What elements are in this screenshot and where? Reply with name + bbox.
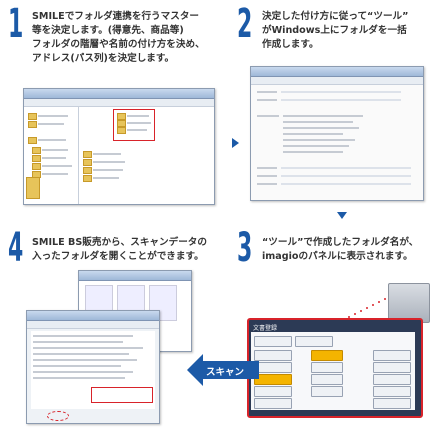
panel-button[interactable] <box>295 336 333 347</box>
tool-titlebar <box>251 67 423 77</box>
panel-button[interactable] <box>373 398 411 409</box>
scan-arrow-icon <box>187 354 259 386</box>
panel-button[interactable] <box>311 362 343 373</box>
arrow-right-icon <box>232 138 239 148</box>
explorer-window <box>23 88 215 205</box>
panel-title: 文書登録 <box>253 325 278 332</box>
step-1-text: SMILEでフォルダ連携を行うマスター 等を決定します。(得意先、商品等) フォ… <box>32 11 205 64</box>
panel-button[interactable] <box>254 350 292 361</box>
step-2-text: 決定した付け方に従って“ツール” がWindows上にフォルダを一括 作成します… <box>262 11 409 50</box>
panel-button[interactable] <box>311 374 343 385</box>
panel-button[interactable] <box>373 362 411 373</box>
panel-button[interactable] <box>373 350 411 361</box>
tool-toolbar <box>251 77 423 85</box>
panel-button[interactable] <box>254 336 292 347</box>
address-highlight <box>113 109 155 141</box>
panel-button[interactable] <box>311 386 343 397</box>
panel-button[interactable] <box>373 386 411 397</box>
step-2-number: 2 <box>237 1 253 47</box>
smile-titlebar <box>27 311 159 321</box>
explorer-titlebar <box>24 89 214 99</box>
smile-window <box>26 310 160 424</box>
smile-data-grid <box>31 331 155 409</box>
imagio-panel: 文書登録 <box>247 318 423 418</box>
tool-form <box>257 89 417 193</box>
tool-window <box>250 66 424 201</box>
step-3-text: “ツール”で作成したフォルダ名が、 imagioのパネルに表示されます。 <box>262 237 419 262</box>
panel-button[interactable] <box>254 362 292 373</box>
panel-button[interactable] <box>373 374 411 385</box>
explorer-toolbar <box>24 99 214 107</box>
panel-button[interactable] <box>311 350 343 361</box>
smile-toolbar <box>27 321 159 329</box>
arrow-down-icon <box>337 212 347 219</box>
step-4-text: SMILE BS販売から、スキャンデータの 入ったフォルダを開くことができます。 <box>32 237 207 262</box>
scan-label: スキャン <box>206 367 245 378</box>
panel-button[interactable] <box>254 374 292 385</box>
open-folder-highlight <box>47 411 69 421</box>
explorer-file-pane <box>79 107 214 204</box>
printer-image <box>388 283 430 323</box>
selected-folder-highlight <box>91 387 153 403</box>
panel-button[interactable] <box>254 398 292 409</box>
large-folder-icon <box>26 177 40 199</box>
step-4-number: 4 <box>8 225 24 271</box>
step-3-number: 3 <box>237 225 253 271</box>
panel-button[interactable] <box>254 386 292 397</box>
step-1-number: 1 <box>8 1 24 47</box>
